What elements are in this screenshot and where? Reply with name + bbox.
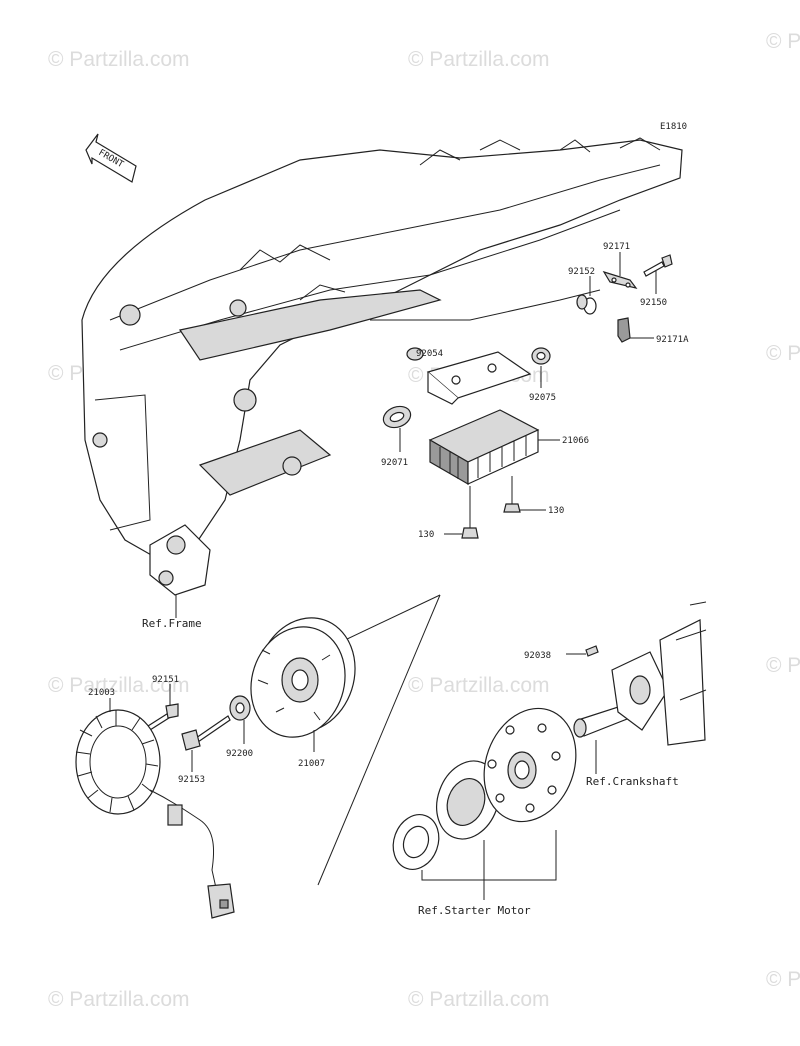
part-label-92152: 92152 xyxy=(568,267,595,277)
watermark: © Partzilla.com xyxy=(408,988,550,1011)
bolt-130-left xyxy=(461,486,479,539)
regulator-21066 xyxy=(428,409,540,486)
ref-crankshaft-label: Ref.Crankshaft xyxy=(586,775,679,788)
part-label-21066: 21066 xyxy=(562,436,589,446)
bolt-130-right xyxy=(503,476,521,513)
part-label-130-left: 130 xyxy=(418,530,434,540)
frame-drawing xyxy=(81,137,683,596)
crankshaft-drawing xyxy=(573,601,707,746)
part-label-21003: 21003 xyxy=(88,688,115,698)
front-arrow-icon: FRONT xyxy=(85,133,137,183)
watermark: © Partzilla.com xyxy=(766,342,800,365)
watermark: © Partzilla.com xyxy=(48,674,190,697)
part-label-92171: 92171 xyxy=(603,242,630,252)
part-label-92200: 92200 xyxy=(226,749,253,759)
watermark: © Partzilla.com xyxy=(766,30,800,53)
watermark: © Partzilla.com xyxy=(48,988,190,1011)
washer-92054 xyxy=(406,347,424,361)
starter-clutch-gear xyxy=(483,707,577,823)
part-label-92150: 92150 xyxy=(640,298,667,308)
watermark: © Partzilla.com xyxy=(408,48,550,71)
collar-92075 xyxy=(531,347,551,365)
part-label-92075: 92075 xyxy=(529,393,556,403)
rubber-92071 xyxy=(382,405,412,429)
ref-frame-label: Ref.Frame xyxy=(142,617,202,630)
stator-21003 xyxy=(75,709,235,919)
exploded-view-boundary xyxy=(317,594,441,886)
part-label-92171A: 92171A xyxy=(656,335,689,345)
watermark: © Partzilla.com xyxy=(408,674,550,697)
part-label-130-right: 130 xyxy=(548,506,564,516)
watermark: © Partzilla.com xyxy=(766,654,800,677)
part-label-92151: 92151 xyxy=(152,675,179,685)
ref-starter-motor-leader xyxy=(421,830,557,900)
part-label-92054: 92054 xyxy=(416,349,443,359)
collar-92152 xyxy=(576,294,597,315)
starter-clutch-sprag xyxy=(392,814,440,870)
part-label-92071: 92071 xyxy=(381,458,408,468)
exploded-view-boundary xyxy=(344,594,441,641)
watermark: © Partzilla.com xyxy=(766,968,800,991)
bolt-92153 xyxy=(181,715,231,751)
ref-starter-motor-label: Ref.Starter Motor xyxy=(418,904,531,917)
diagram-code: E1810 xyxy=(660,122,687,132)
part-label-92153: 92153 xyxy=(178,775,205,785)
bracket-92171 xyxy=(602,270,638,289)
bolt-92151 xyxy=(147,703,179,731)
clip-92171A xyxy=(617,317,631,343)
bolt-92150 xyxy=(643,254,673,277)
part-label-92038: 92038 xyxy=(524,651,551,661)
watermark: © Partzilla.com xyxy=(48,48,190,71)
part-label-21007: 21007 xyxy=(298,759,325,769)
rotor-21007 xyxy=(250,617,356,738)
key-92038 xyxy=(585,645,599,657)
washer-92200 xyxy=(229,695,251,721)
regulator-bracket-plate xyxy=(426,351,532,405)
